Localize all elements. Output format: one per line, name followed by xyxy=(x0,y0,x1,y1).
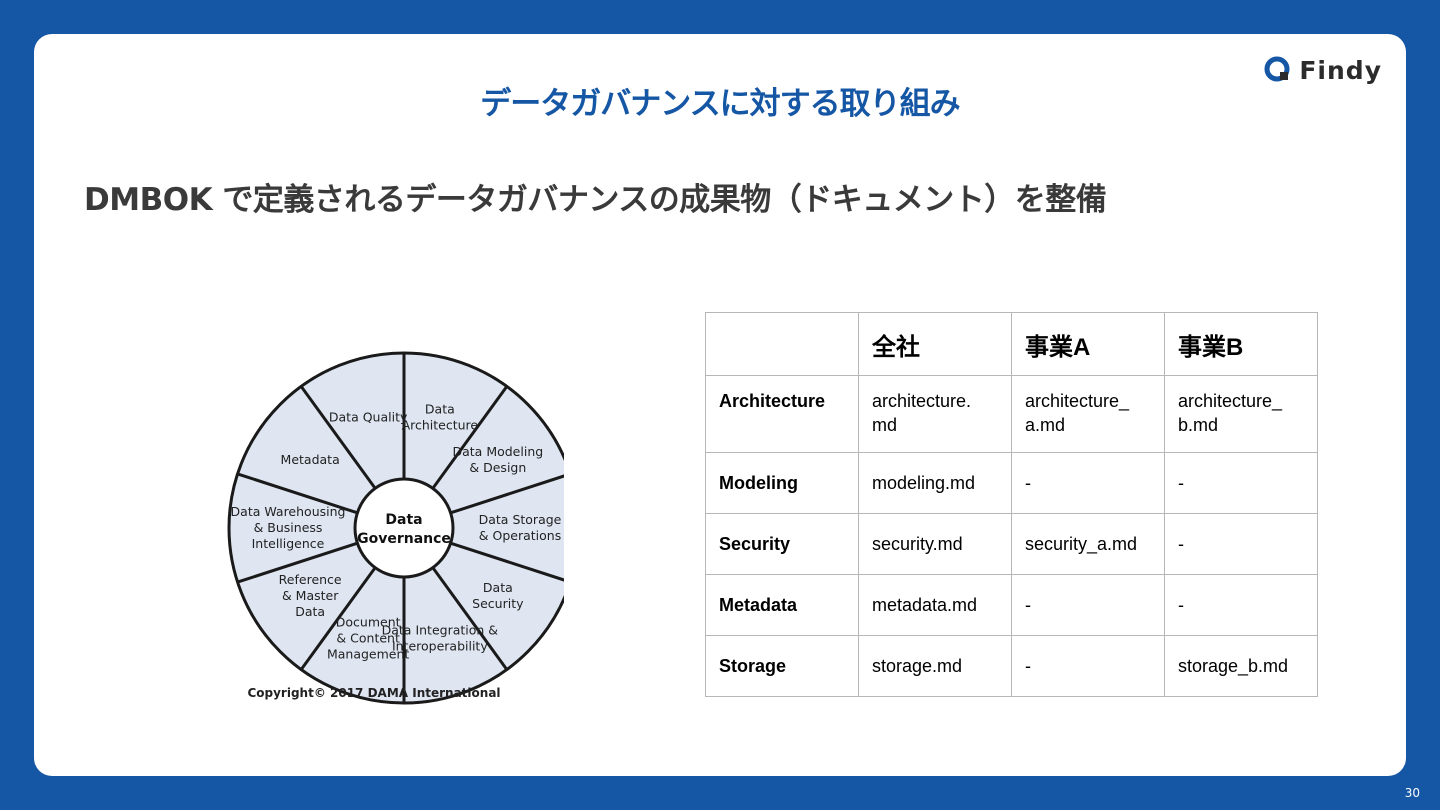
table-cell: security_a.md xyxy=(1011,513,1165,575)
table-cell: - xyxy=(1164,574,1318,636)
table-row-label: Modeling xyxy=(705,452,859,514)
table-cell: metadata.md xyxy=(858,574,1012,636)
table-row-label: Storage xyxy=(705,635,859,697)
table-cell: - xyxy=(1011,574,1165,636)
slide-title: データガバナンスに対する取り組み xyxy=(480,86,960,122)
table-cell: - xyxy=(1164,452,1318,514)
table-column-header: 事業A xyxy=(1011,312,1165,376)
table-row-label: Architecture xyxy=(705,375,859,453)
wheel-divider xyxy=(237,472,358,515)
wheel-segment-label: Data Storage& Operations xyxy=(479,512,562,543)
table-cell: - xyxy=(1164,513,1318,575)
wheel-divider xyxy=(237,541,358,584)
wheel-segment-label: Metadata xyxy=(281,452,340,467)
wheel-segment-label: Data Quality xyxy=(329,410,408,425)
wheel-segment-label: Data Modeling& Design xyxy=(453,444,544,475)
table-cell: architecture_ b.md xyxy=(1164,375,1318,453)
table-cell: storage_b.md xyxy=(1164,635,1318,697)
page-number: 30 xyxy=(1404,786,1420,800)
wheel-segment-label: Data Integration &Interoperability xyxy=(382,622,499,653)
wheel-divider xyxy=(450,541,564,582)
table-cell: - xyxy=(1011,452,1165,514)
table-cell: architecture_ a.md xyxy=(1011,375,1165,453)
findy-logo: Findy xyxy=(1263,54,1382,86)
slide-subtitle: DMBOK で定義されるデータガバナンスの成果物（ドキュメント）を整備 xyxy=(84,182,1107,218)
table-cell: - xyxy=(1011,635,1165,697)
table-cell: architecture. md xyxy=(858,375,1012,453)
table-row-label: Metadata xyxy=(705,574,859,636)
wheel-divider xyxy=(299,385,377,490)
table-row-label: Security xyxy=(705,513,859,575)
table-cell: security.md xyxy=(858,513,1012,575)
wheel-center-circle xyxy=(353,477,455,579)
wheel-divider xyxy=(299,566,377,671)
wheel-copyright: Copyright© 2017 DAMA International xyxy=(247,686,501,700)
table-column-header: 事業B xyxy=(1164,312,1318,376)
findy-logo-icon xyxy=(1264,56,1290,82)
brand-name: Findy xyxy=(1299,55,1382,85)
table-cell: modeling.md xyxy=(858,452,1012,514)
table-cell: storage.md xyxy=(858,635,1012,697)
wheel-divider xyxy=(431,385,509,490)
wheel-divider xyxy=(431,566,509,671)
slide-card: Findy データガバナンスに対する取り組み DMBOK で定義されるデータガバ… xyxy=(34,34,1406,776)
wheel-divider xyxy=(450,474,564,515)
table-corner-cell xyxy=(705,312,859,376)
table-column-header: 全社 xyxy=(858,312,1012,376)
